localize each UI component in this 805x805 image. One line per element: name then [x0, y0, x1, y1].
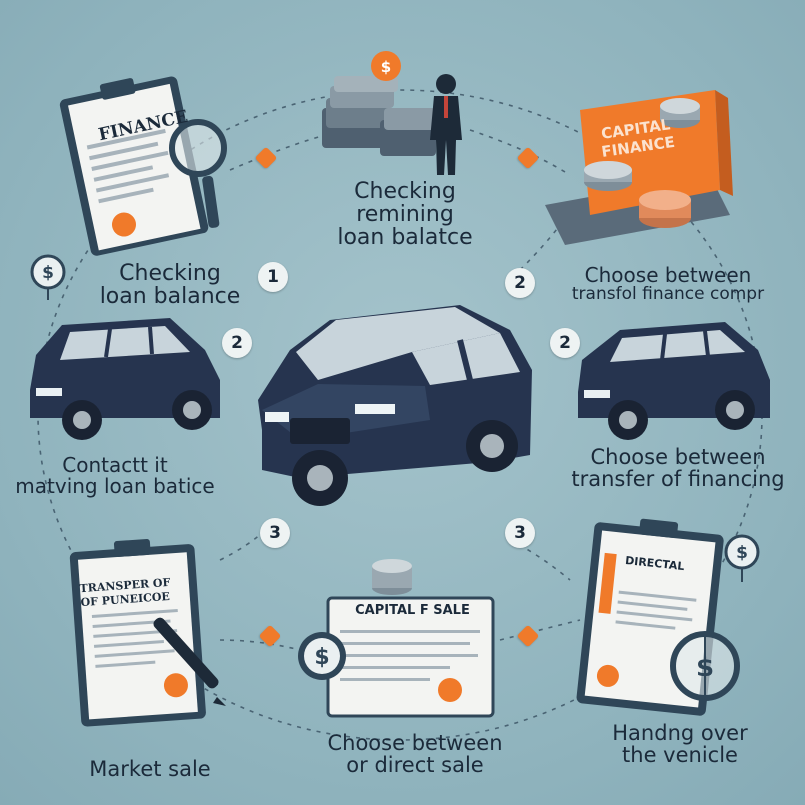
step-number: 2 [505, 268, 535, 298]
step-number: 2 [222, 328, 252, 358]
step-number: 3 [505, 518, 535, 548]
capital-sale-doc-title: CAPITAL F SALE [355, 603, 470, 618]
label-market-sale: Market sale [89, 757, 211, 781]
label-choose-transfer-financing: Choose between transfer of financing [571, 445, 785, 492]
step-number: 1 [258, 262, 288, 292]
step-number: 3 [260, 518, 290, 548]
label-contact-lender: Contactt it matving loan batice [15, 453, 215, 498]
label-choose-transfer-company: Choose between transfol finance compr [571, 263, 765, 304]
label-checking-loan-balance: Checking loan balance [99, 261, 241, 310]
label-choose-direct-sale: Choose between or direct sale [327, 731, 503, 778]
step-number: 2 [550, 328, 580, 358]
label-handing-over-vehicle: Handng over the venicle [612, 721, 748, 768]
label-checking-remaining-balance: Checking remining loan balatce [337, 179, 473, 251]
